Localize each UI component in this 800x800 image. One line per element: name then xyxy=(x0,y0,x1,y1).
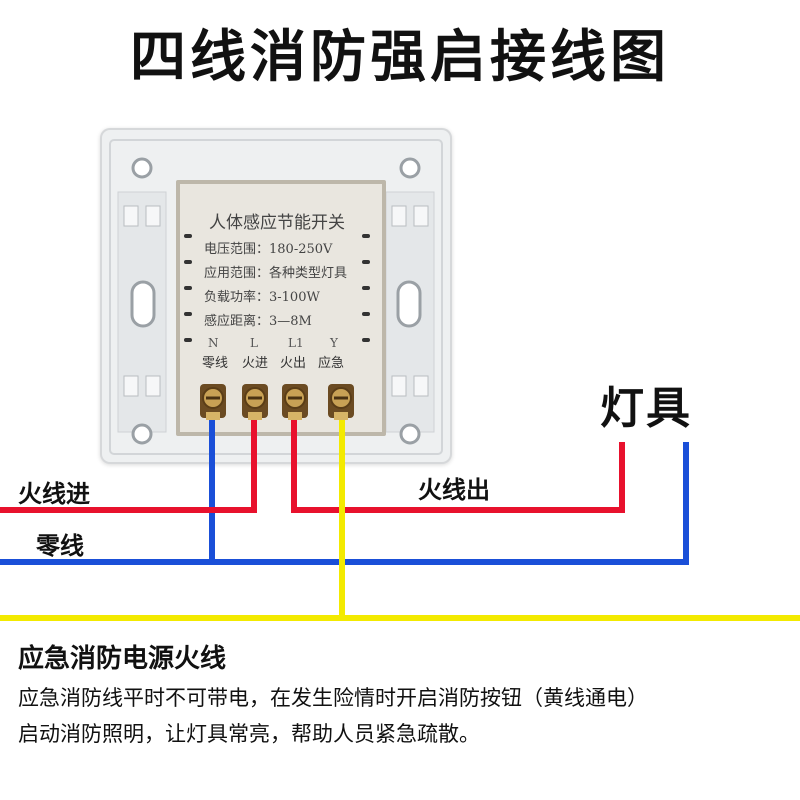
terminal-screw-n xyxy=(200,384,226,420)
terminal-code-y: Y xyxy=(330,336,338,350)
spec-load: 负载功率：3-100W xyxy=(204,290,320,305)
terminal-screw-l1 xyxy=(282,384,308,420)
terminal-screws xyxy=(200,384,354,420)
label-fire-in: 火线进 xyxy=(18,480,90,508)
module-title: 人体感应节能开关 xyxy=(209,213,345,233)
terminal-name-fire-out: 火出 xyxy=(280,356,307,371)
terminal-name-emergency: 应急 xyxy=(318,356,345,371)
screw-hole xyxy=(131,423,153,445)
mounting-slot xyxy=(130,280,156,328)
terminal-code-n: N xyxy=(208,336,219,350)
fire-out-wire xyxy=(291,418,625,513)
neutral-wire xyxy=(0,442,689,565)
spec-distance: 感应距离：3—8M xyxy=(204,314,312,329)
screw-hole xyxy=(399,157,421,179)
label-neutral: 零线 xyxy=(36,532,84,560)
terminal-name-fire-in: 火进 xyxy=(242,356,269,371)
terminal-name-neutral: 零线 xyxy=(202,356,229,371)
screw-hole xyxy=(399,423,421,445)
terminal-code-l: L xyxy=(250,336,258,350)
note-line-2: 启动消防照明，让灯具常亮，帮助人员紧急疏散。 xyxy=(18,722,480,746)
diagram-title: 四线消防强启接线图 xyxy=(130,25,670,90)
spec-voltage: 电压范围：180-250V xyxy=(204,242,333,257)
label-lamp: 灯具 xyxy=(600,383,692,434)
terminal-code-l1: L1 xyxy=(288,336,304,350)
spec-application: 应用范围：各种类型灯具 xyxy=(204,266,348,281)
label-fire-out: 火线出 xyxy=(418,476,490,504)
fire-in-wire xyxy=(0,418,257,513)
note-heading: 应急消防电源火线 xyxy=(18,644,227,674)
note-line-1: 应急消防线平时不可带电，在发生险情时开启消防按钮（黄线通电） xyxy=(18,686,648,710)
terminal-screw-y xyxy=(328,384,354,420)
terminal-screw-l xyxy=(242,384,268,420)
screw-hole xyxy=(131,157,153,179)
mounting-slot xyxy=(396,280,422,328)
